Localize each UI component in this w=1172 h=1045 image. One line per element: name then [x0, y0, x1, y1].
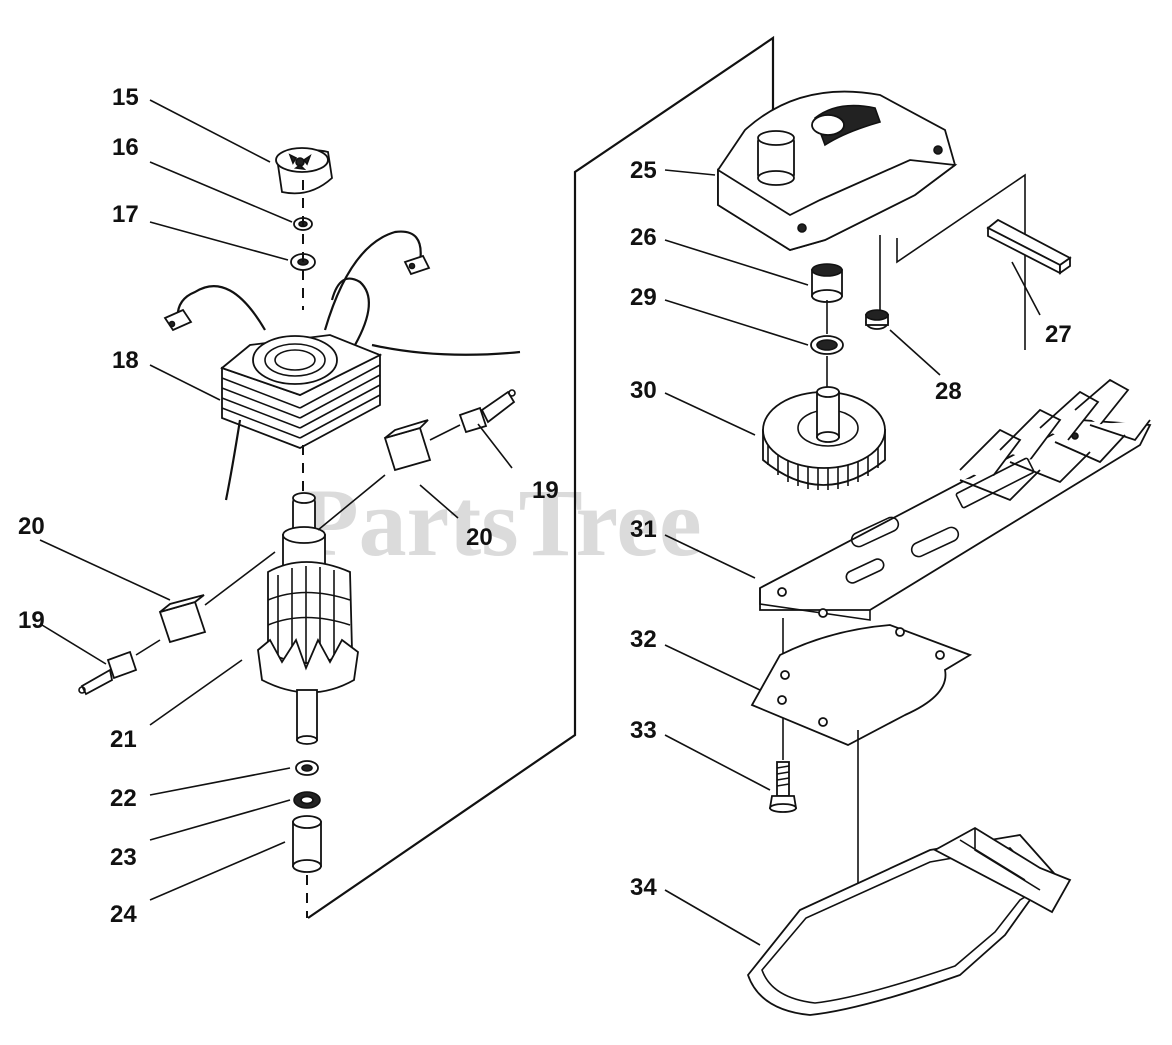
part-27-key	[986, 218, 1072, 275]
brush-align-right	[317, 474, 386, 531]
label-24: 24	[110, 901, 137, 928]
divider-frame	[307, 35, 1026, 919]
part-22-washer	[295, 760, 319, 776]
holder-align-right	[429, 424, 461, 441]
holder-align-left	[135, 639, 161, 656]
part-28-bearing	[865, 309, 889, 330]
label-18: 18	[112, 347, 139, 374]
part-20-brush-left	[158, 594, 207, 644]
part-18-stator	[163, 230, 521, 501]
label-33: 33	[630, 717, 657, 744]
part-21-armature	[257, 492, 359, 745]
label-25: 25	[630, 157, 657, 184]
label-31: 31	[630, 516, 657, 543]
part-24-bushing	[292, 815, 322, 873]
label-17: 17	[112, 201, 139, 228]
part-26-bushing	[811, 263, 843, 303]
label-32: 32	[630, 626, 657, 653]
part-31-blade	[759, 378, 1152, 621]
label-19-left: 19	[18, 607, 45, 634]
watermark: PartsTree	[300, 469, 702, 576]
brush-align-left	[204, 551, 276, 606]
label-30: 30	[630, 377, 657, 404]
part-25-gear-housing	[717, 90, 958, 310]
part-32-plate	[750, 624, 973, 746]
label-22: 22	[110, 785, 137, 812]
part-19-brush-holder-right	[458, 389, 516, 434]
part-23-washer	[293, 791, 321, 809]
label-23: 23	[110, 844, 137, 871]
label-20-left: 20	[18, 513, 45, 540]
part-labels: 15 16 17 18 19 20 20 19 21 22 23 24 25 2…	[18, 84, 1072, 928]
part-30-gear	[762, 386, 886, 490]
part-34-cover	[746, 826, 1072, 1016]
label-26: 26	[630, 224, 657, 251]
label-34: 34	[630, 874, 657, 901]
label-20-right: 20	[466, 524, 493, 551]
label-15: 15	[112, 84, 139, 111]
label-29: 29	[630, 284, 657, 311]
label-16: 16	[112, 134, 139, 161]
part-15-fan-cap	[275, 147, 333, 195]
leader-lines	[39, 99, 1041, 946]
part-33-screw	[768, 718, 798, 813]
part-20-brush-right	[383, 419, 432, 472]
part-29-washer	[810, 335, 844, 355]
label-21: 21	[110, 726, 137, 753]
label-28: 28	[935, 378, 962, 405]
part-19-brush-holder-left	[78, 650, 138, 696]
label-27: 27	[1045, 321, 1072, 348]
label-19-right: 19	[532, 477, 559, 504]
